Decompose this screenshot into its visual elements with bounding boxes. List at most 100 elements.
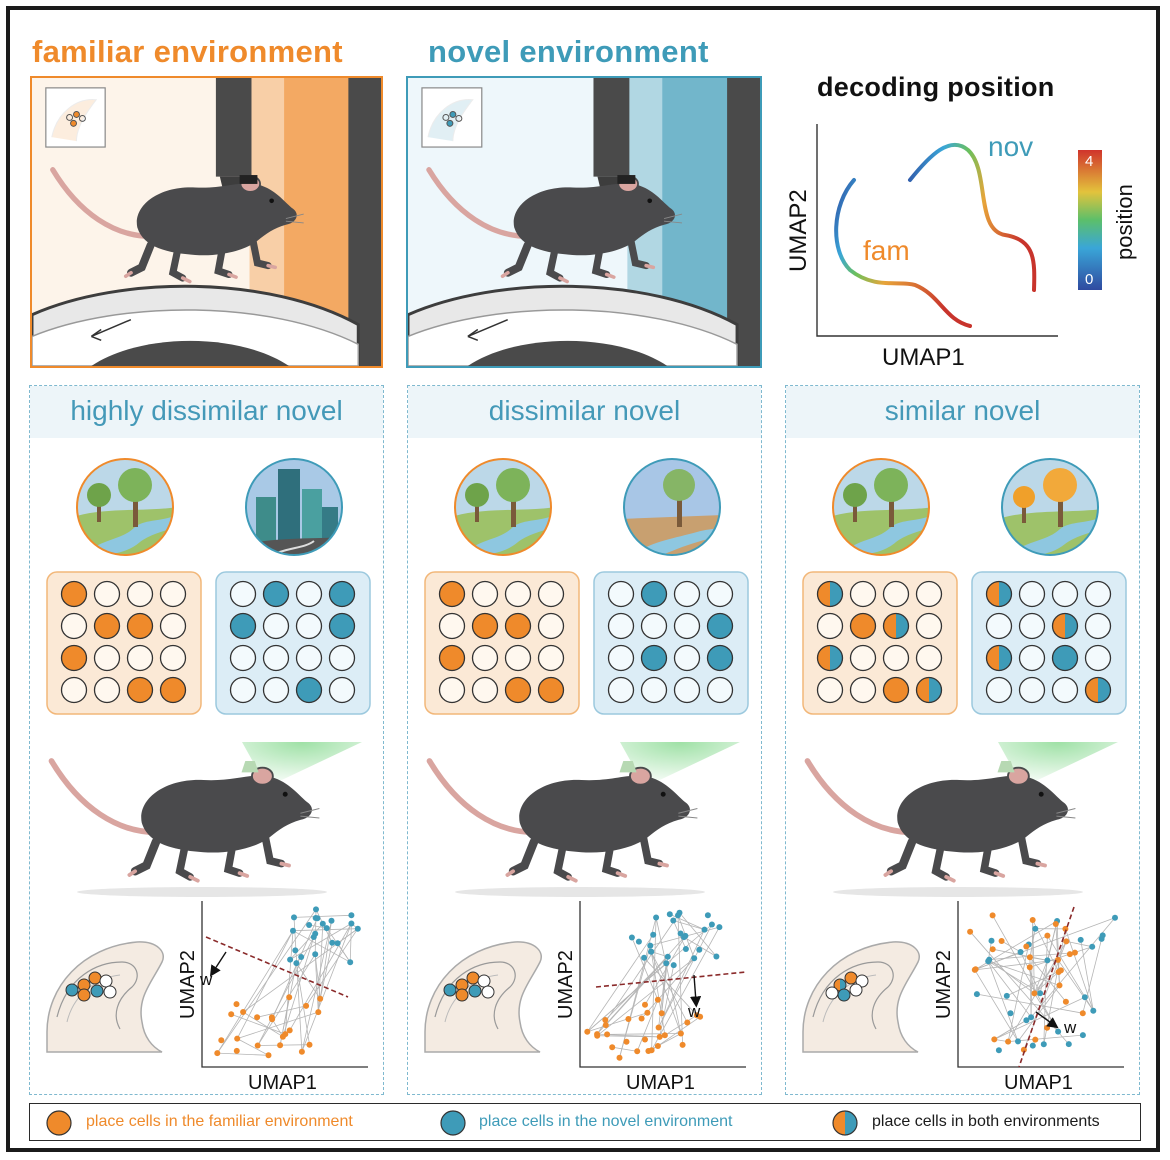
legend: place cells in the familiar environment …: [29, 1103, 1141, 1141]
place-cell: [1084, 580, 1112, 608]
place-cell: [60, 580, 88, 608]
umap-point-novel: [312, 951, 319, 958]
umap-point-novel: [1003, 992, 1010, 999]
umap-point-novel: [348, 912, 355, 919]
umap-point-familiar: [282, 1031, 289, 1038]
familiar-environment-scene: [30, 76, 383, 368]
umap-point-familiar: [1044, 932, 1051, 939]
place-cell: [93, 612, 121, 640]
umap-point-familiar: [989, 946, 996, 953]
umap-point-familiar: [303, 1002, 310, 1009]
umap-point-novel: [696, 946, 703, 953]
umap-point-novel: [1090, 1007, 1097, 1014]
meadow-icon: [832, 458, 930, 556]
place-cell: [537, 644, 565, 672]
umap-point-novel: [666, 911, 673, 918]
umap-xlabel: UMAP1: [248, 1072, 317, 1092]
umap-point-novel: [670, 917, 677, 924]
place-cell: [328, 580, 356, 608]
mouse-tail: [426, 758, 537, 836]
panel-illustration: w UMAP1 UMAP2: [424, 458, 749, 1092]
umap-point-novel: [313, 906, 319, 913]
place-cell: [607, 612, 635, 640]
umap-point-familiar: [1052, 921, 1059, 927]
umap-point-novel: [653, 914, 660, 921]
umap-point-novel: [334, 940, 341, 947]
umap-point-novel: [713, 953, 720, 960]
place-cell: [673, 580, 701, 608]
umap-ylabel: UMAP2: [933, 950, 955, 1019]
umap-point-novel: [986, 956, 993, 963]
legend-both-label: place cells in both environments: [872, 1113, 1100, 1130]
place-cell: [985, 644, 1013, 672]
place-cell: [262, 644, 290, 672]
place-cell: [328, 612, 356, 640]
umap-point-familiar: [1062, 925, 1069, 932]
direction-arrow: [467, 318, 509, 342]
place-cell: [706, 580, 734, 608]
bare-tree-icon: [623, 458, 721, 556]
umap-point-novel: [298, 954, 305, 960]
meadow-icon: [76, 458, 174, 556]
umap-point-familiar: [642, 1001, 648, 1008]
panel-similar: similar novel: [785, 385, 1140, 1095]
place-cell: [882, 580, 910, 608]
place-cell: [816, 676, 844, 704]
place-cell: [159, 676, 187, 704]
umap-point-novel: [1037, 990, 1044, 997]
novel-cell-grid: [215, 571, 371, 715]
imaging-mouse: [426, 742, 740, 897]
umap-point-familiar: [584, 1028, 591, 1035]
place-cell: [640, 644, 668, 672]
umap-point-novel: [306, 922, 313, 928]
umap-point-novel: [1017, 949, 1024, 955]
umap-point-familiar: [1026, 964, 1033, 971]
place-cell: [328, 644, 356, 672]
place-cell: [985, 580, 1013, 608]
place-cell: [229, 612, 257, 640]
umap-point-novel: [675, 912, 681, 919]
place-cell: [504, 676, 532, 704]
umap-point-novel: [1029, 1042, 1036, 1049]
place-cell: [93, 676, 121, 704]
umap-point-familiar: [655, 1024, 662, 1031]
place-cell: [1018, 676, 1046, 704]
place-cell: [93, 580, 121, 608]
umap-ylabel: UMAP2: [177, 950, 199, 1019]
imaging-mouse: [804, 742, 1118, 897]
place-cell: [915, 612, 943, 640]
umap-point-novel: [1028, 1014, 1035, 1021]
place-cell: [262, 676, 290, 704]
umap-point-novel: [973, 991, 980, 998]
umap-point-familiar: [1029, 917, 1036, 923]
umap-inset: w UMAP1 UMAP2: [555, 901, 747, 1092]
place-cell: [849, 612, 877, 640]
panel-illustration: w UMAP1 UMAP2: [802, 458, 1127, 1092]
place-cell: [295, 676, 323, 704]
umap-point-novel: [1065, 1041, 1072, 1048]
umap-point-familiar: [616, 1054, 623, 1061]
place-cell: [537, 676, 565, 704]
umap-point-novel: [1077, 936, 1084, 943]
umap-point-novel: [628, 934, 635, 941]
legend-novel-label: place cells in the novel environment: [479, 1113, 733, 1130]
place-cell: [471, 580, 499, 608]
place-cell: [1018, 644, 1046, 672]
place-cell: [607, 676, 635, 704]
umap-point-familiar: [298, 1048, 305, 1055]
place-cell: [706, 612, 734, 640]
place-cell: [849, 676, 877, 704]
umap-point-familiar: [623, 1038, 630, 1045]
place-cell: [229, 676, 257, 704]
umap-point-familiar: [218, 1037, 225, 1044]
imaging-mouse: [48, 742, 362, 897]
legend-both-dot: [832, 1110, 858, 1136]
umap-point-novel: [704, 912, 711, 919]
nov-trajectory: [908, 142, 1037, 292]
umap-point-familiar: [228, 1011, 235, 1018]
umap-point-novel: [319, 920, 326, 927]
umap-point-familiar: [254, 1042, 261, 1049]
w-arrow: [209, 951, 227, 977]
umap-point-familiar: [265, 1052, 272, 1059]
umap-point-familiar: [642, 1036, 648, 1043]
